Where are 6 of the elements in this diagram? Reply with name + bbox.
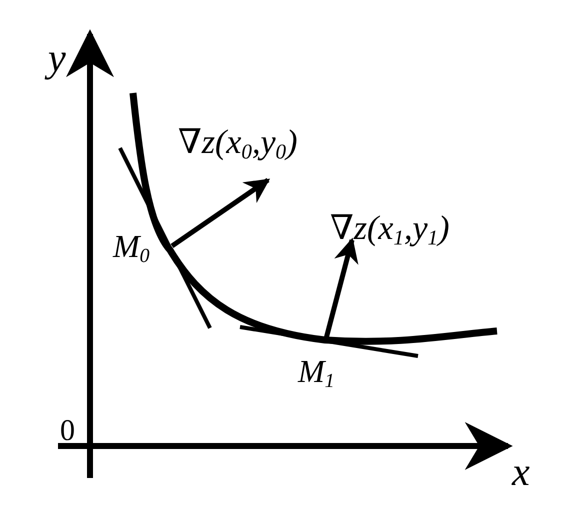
gradient-label: ∇z(x$_{0}$,y$_{0}$): [178, 126, 298, 162]
origin-label: 0: [60, 416, 75, 446]
point-label: M$_{1}$: [298, 355, 335, 392]
point-label: M$_{0}$: [113, 230, 150, 267]
axis-label: x: [512, 452, 530, 492]
gradient-label: ∇z(x$_{1}$,y$_{1}$): [330, 212, 450, 248]
